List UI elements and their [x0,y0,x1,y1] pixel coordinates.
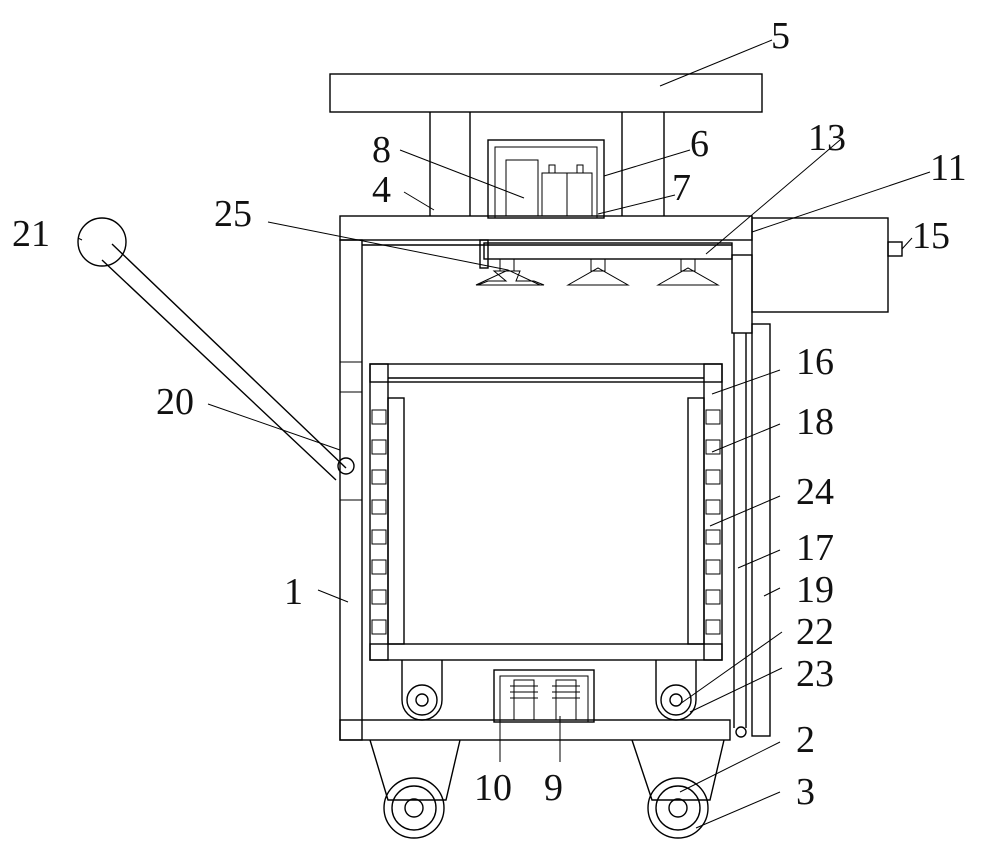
vent-slot [705,619,721,635]
top-wall [339,215,753,241]
label-13: 13 [808,117,846,159]
vent-slot [705,499,721,515]
label-15: 15 [912,215,950,257]
label-21: 21 [12,213,50,255]
label-1: 1 [284,571,303,613]
label-23: 23 [796,653,834,695]
handle [77,217,355,481]
vent-slot [371,529,387,545]
vent-slot [705,529,721,545]
label-22: 22 [796,611,834,653]
vent-slot [705,469,721,485]
inner-container [369,363,723,661]
label-2: 2 [796,719,815,761]
label-11: 11 [930,147,967,189]
vent-slot [371,619,387,635]
label-18: 18 [796,401,834,443]
label-16: 16 [796,341,834,383]
label-4: 4 [372,169,391,211]
label-20: 20 [156,381,194,423]
vent-slot [705,409,721,425]
vent-slot [371,589,387,605]
filter-pivot [735,726,747,738]
part-labels: 5 13 6 11 8 7 4 25 21 15 16 20 18 24 17 … [12,15,967,813]
label-3: 3 [796,771,815,813]
spray-assembly [362,239,733,286]
solar-panel [329,73,763,113]
vent-slot [371,559,387,575]
vent-slot [371,469,387,485]
leader-lines [77,39,931,829]
label-6: 6 [690,123,709,165]
wheels [369,739,725,839]
label-10: 10 [474,767,512,809]
vent-slot [705,559,721,575]
label-17: 17 [796,527,834,569]
mesh-filter [751,323,771,737]
housing [339,239,753,741]
rollers [401,660,697,721]
vent-slot [705,589,721,605]
base-unit [493,669,595,723]
vent-slot [371,499,387,515]
label-9: 9 [544,767,563,809]
vent-slot [371,409,387,425]
battery-box [487,139,605,219]
label-7: 7 [672,167,691,209]
fan-box [751,217,903,313]
label-24: 24 [796,471,834,513]
label-5: 5 [771,15,790,57]
label-8: 8 [372,129,391,171]
vent-slot [371,439,387,455]
label-25: 25 [214,193,252,235]
label-19: 19 [796,569,834,611]
support-posts [429,112,665,216]
